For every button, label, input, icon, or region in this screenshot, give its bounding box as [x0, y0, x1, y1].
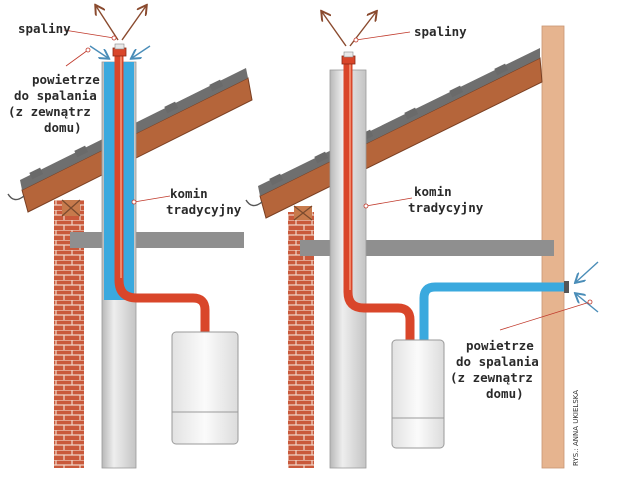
right-air-duct: [419, 282, 568, 342]
left-boiler: [171, 331, 239, 445]
left-chimney-label-1: komin: [170, 186, 208, 201]
right-flue-pipe: [343, 62, 415, 342]
right-air-label-1: powietrze: [466, 338, 534, 353]
left-gutter: [7, 193, 25, 201]
left-air-label-1: powietrze: [32, 72, 100, 87]
left-air-label-3: (z zewnątrz: [8, 104, 91, 119]
brown-arrow-icon: [322, 12, 347, 47]
left-ceiling-beam: [70, 232, 244, 248]
left-air-label-2: do spalania: [14, 88, 97, 103]
right-roof-rafter: [259, 57, 543, 219]
blue-arrow-icon: [576, 261, 599, 282]
left-diagram: spaliny powietrze do spalania (z zewnątr…: [7, 6, 253, 469]
illustration-credit: RYS.: ANNA UKIELSKA: [572, 390, 580, 466]
right-roof-tiles: [258, 48, 540, 196]
blue-arrow-icon: [132, 45, 151, 58]
right-boiler: [391, 339, 445, 449]
right-flue-label: spaliny: [414, 24, 467, 39]
right-gutter: [245, 199, 263, 207]
right-chimney-label-2: tradycyjny: [408, 200, 484, 215]
right-air-label-4: domu): [486, 386, 524, 401]
brown-arrow-icon: [96, 6, 119, 41]
left-flue-pipe: [114, 54, 210, 332]
right-diagram: spaliny komin tradycyjny powietrze do sp…: [245, 12, 599, 469]
right-chimney-label-1: komin: [414, 184, 452, 199]
blue-arrow-icon: [89, 45, 108, 58]
left-air-label-4: domu): [44, 120, 82, 135]
brown-arrow-icon: [121, 6, 146, 41]
left-chimney-label-2: tradycyjny: [166, 202, 242, 217]
left-flue-label: spaliny: [18, 21, 71, 36]
right-air-label-2: do spalania: [456, 354, 539, 369]
left-roof-rafter: [21, 77, 253, 213]
right-air-label-3: (z zewnątrz: [450, 370, 533, 385]
